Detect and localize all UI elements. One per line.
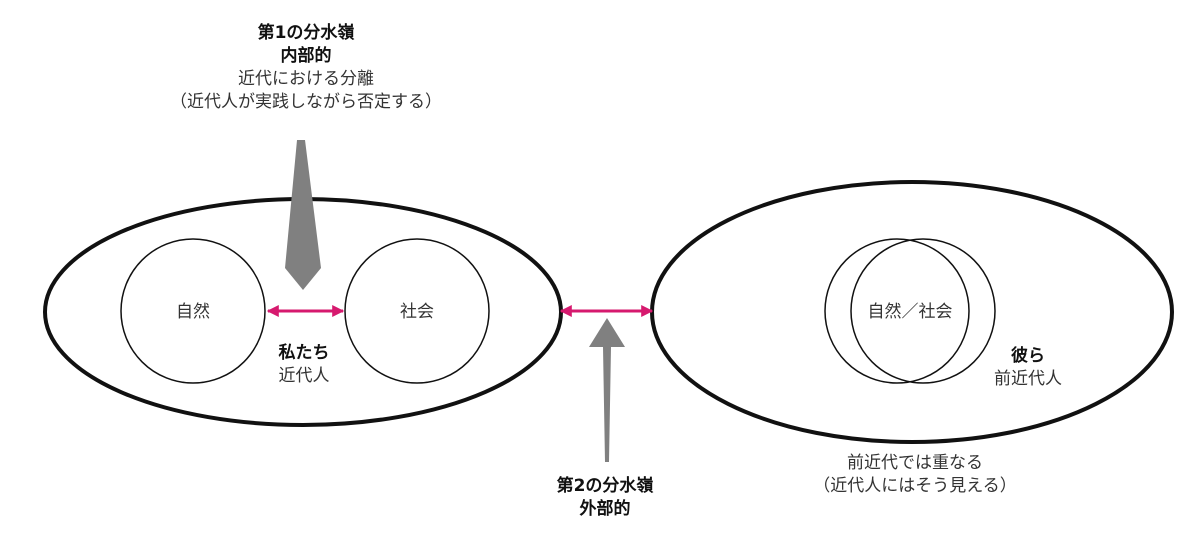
overlap-note-sub: （近代人にはそう見える） <box>813 475 1017 496</box>
nature-overlap-circle <box>824 238 970 384</box>
nature-label: 自然 <box>176 302 210 322</box>
first-watershed-subtitle: 内部的 <box>280 45 332 66</box>
first-watershed-title: 第1の分水嶺 <box>257 23 355 43</box>
nature-circle <box>120 238 266 384</box>
first-watershed-desc: 近代における分離 <box>238 68 374 89</box>
society-circle <box>344 238 490 384</box>
modern-people-name: 私たち <box>278 343 330 363</box>
second-watershed-title: 第2の分水嶺 <box>556 476 654 496</box>
premodern-people-sub: 前近代人 <box>994 368 1062 389</box>
modern-people-caption: 私たち 近代人 <box>244 342 364 388</box>
first-watershed-arrow <box>285 140 321 290</box>
society-overlap-circle <box>850 238 996 384</box>
second-watershed-arrow <box>589 318 625 462</box>
first-watershed-note: （近代人が実践しながら否定する） <box>170 91 442 112</box>
second-watershed-subtitle: 外部的 <box>579 498 631 519</box>
overlap-note: 前近代では重なる （近代人にはそう見える） <box>790 452 1040 498</box>
overlap-note-main: 前近代では重なる <box>847 453 983 473</box>
first-watershed-caption: 第1の分水嶺 内部的 近代における分離 （近代人が実践しながら否定する） <box>120 22 492 114</box>
nature-society-label: 自然／社会 <box>868 302 953 322</box>
society-label: 社会 <box>400 302 434 322</box>
second-watershed-caption: 第2の分水嶺 外部的 <box>530 475 680 521</box>
premodern-people-name: 彼ら <box>1011 346 1045 366</box>
modern-people-sub: 近代人 <box>278 365 330 386</box>
premodern-people-caption: 彼ら 前近代人 <box>973 345 1083 391</box>
